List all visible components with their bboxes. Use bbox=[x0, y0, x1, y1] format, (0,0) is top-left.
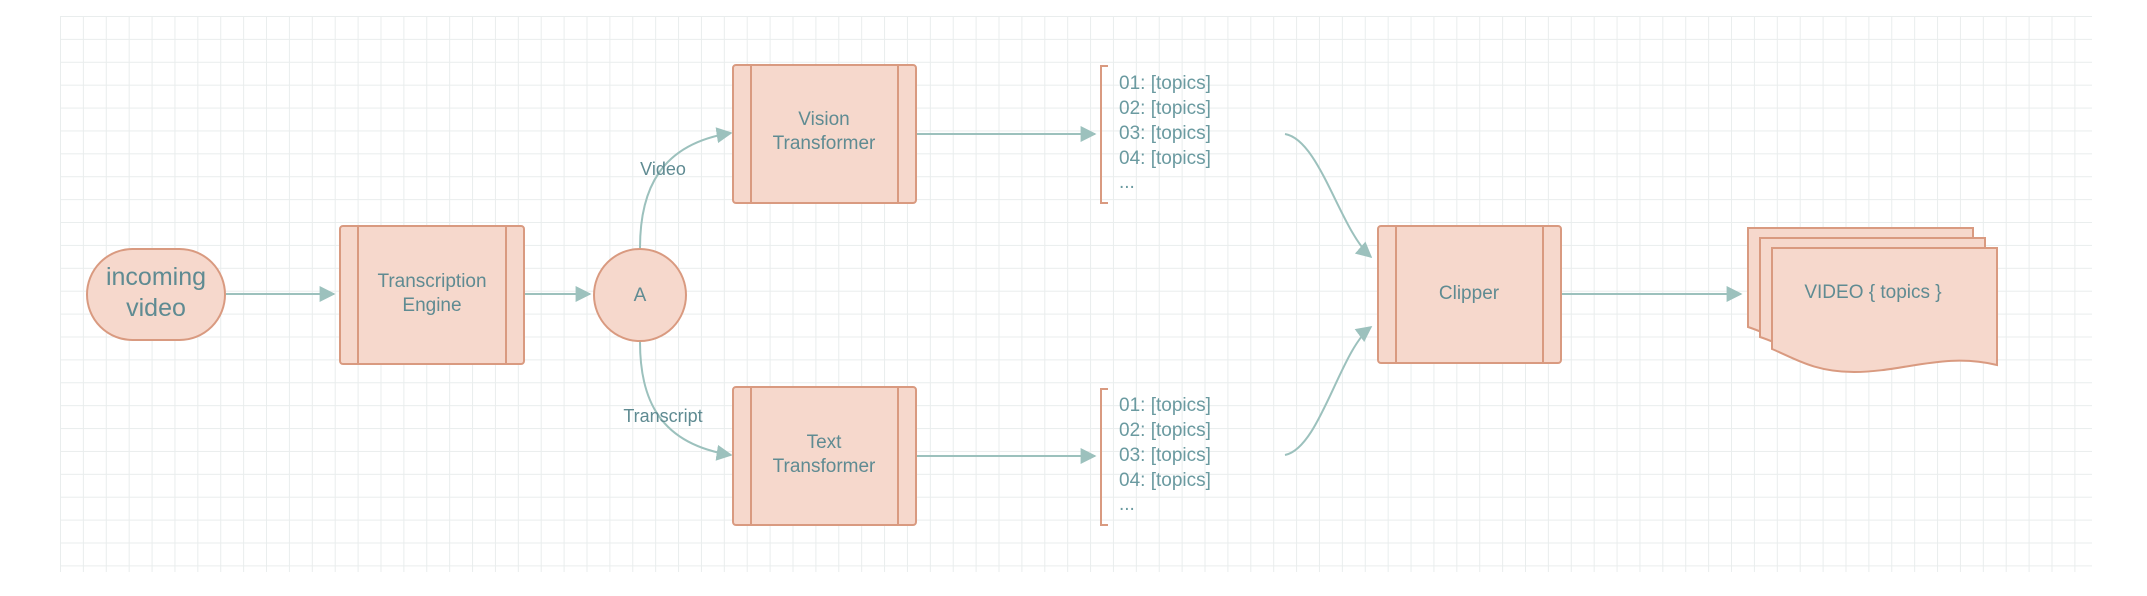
text-topic-item: 03: [topics] bbox=[1119, 445, 1211, 466]
clipper-node: Clipper bbox=[1377, 225, 1562, 364]
vision-list-bracket bbox=[1100, 65, 1108, 204]
text-topic-item: 01: [topics] bbox=[1119, 395, 1211, 416]
text-topic-item: ... bbox=[1119, 494, 1135, 515]
junction-a-label: A bbox=[634, 285, 647, 306]
text-list-bracket bbox=[1100, 388, 1108, 526]
text-topic-item: 04: [topics] bbox=[1119, 470, 1211, 491]
edge-label-transcript: Transcript bbox=[623, 406, 702, 426]
vision-topic-item: 03: [topics] bbox=[1119, 123, 1211, 144]
vision-transformer-node: Vision Transformer bbox=[732, 64, 917, 204]
edge-junction-to-vision bbox=[639, 127, 733, 249]
transcription-engine-node: Transcription Engine bbox=[339, 225, 525, 365]
junction-a-node: A bbox=[593, 248, 687, 342]
incoming-video-label-line1: incoming bbox=[106, 263, 206, 291]
text-transformer-label-line2: Transformer bbox=[773, 456, 876, 477]
transcription-engine-label-line2: Engine bbox=[402, 295, 461, 316]
vision-topic-item: 02: [topics] bbox=[1119, 98, 1211, 119]
edge-label-video: Video bbox=[640, 159, 686, 179]
transcription-engine-label-line1: Transcription bbox=[377, 271, 486, 292]
text-topic-list: 01: [topics] 02: [topics] 03: [topics] 0… bbox=[1119, 395, 1211, 515]
text-transformer-label-line1: Text bbox=[807, 432, 843, 453]
edge-text-list-to-clipper bbox=[1284, 326, 1373, 456]
text-topic-item: 02: [topics] bbox=[1119, 420, 1211, 441]
text-transformer-node: Text Transformer bbox=[732, 386, 917, 526]
vision-topic-item: ... bbox=[1119, 172, 1135, 193]
clipper-label: Clipper bbox=[1439, 283, 1500, 304]
vision-transformer-label-line2: Transformer bbox=[773, 133, 876, 154]
vision-topic-list: 01: [topics] 02: [topics] 03: [topics] 0… bbox=[1119, 73, 1211, 193]
incoming-video-label-line2: video bbox=[126, 294, 186, 322]
output-documents-label: VIDEO { topics } bbox=[1804, 282, 1941, 303]
incoming-video-node: incoming video bbox=[86, 248, 226, 341]
vision-topic-item: 01: [topics] bbox=[1119, 73, 1211, 94]
output-documents-node: VIDEO { topics } bbox=[1747, 227, 1998, 374]
edge-vision-list-to-clipper bbox=[1284, 133, 1373, 259]
edge-junction-to-text bbox=[639, 341, 733, 461]
vision-transformer-label-line1: Vision bbox=[798, 109, 849, 130]
vision-topic-item: 04: [topics] bbox=[1119, 148, 1211, 169]
